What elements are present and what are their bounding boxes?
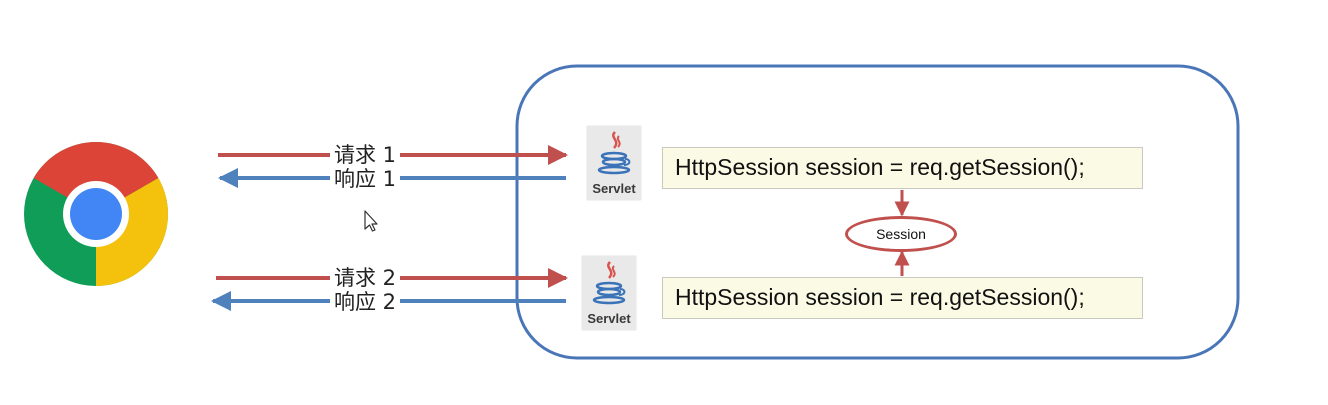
- servlet-1-icon: Servlet: [587, 126, 641, 200]
- java-cup-icon: [592, 261, 626, 305]
- servlet-2-icon: Servlet: [582, 256, 636, 330]
- code-box-1: HttpSession session = req.getSession();: [662, 147, 1143, 189]
- request-2-label: 请求 2: [330, 266, 401, 290]
- session-label: Session: [876, 226, 926, 242]
- server-container: [515, 64, 1240, 360]
- mouse-pointer-icon: [364, 210, 378, 232]
- servlet-1-label: Servlet: [592, 181, 636, 196]
- java-cup-icon: [597, 131, 631, 175]
- request-1-label: 请求 1: [330, 143, 401, 167]
- response-1-label: 响应 1: [330, 167, 401, 191]
- code-box-2: HttpSession session = req.getSession();: [662, 277, 1143, 319]
- session-ellipse: Session: [845, 216, 957, 252]
- chrome-browser-icon: [24, 142, 168, 286]
- response-2-label: 响应 2: [330, 290, 401, 314]
- servlet-2-label: Servlet: [587, 311, 631, 326]
